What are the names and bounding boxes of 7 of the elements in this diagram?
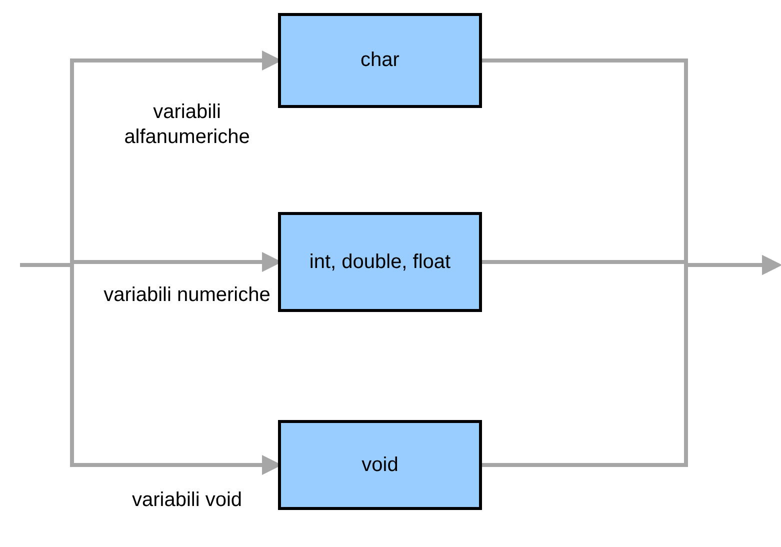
- box-label: void: [362, 452, 398, 478]
- box-label: char: [360, 48, 400, 73]
- arrow: [482, 255, 781, 467]
- process-box: [278, 212, 482, 312]
- process-box: [278, 420, 482, 510]
- process-box: [278, 13, 482, 108]
- box-label: int, double, float: [309, 250, 451, 274]
